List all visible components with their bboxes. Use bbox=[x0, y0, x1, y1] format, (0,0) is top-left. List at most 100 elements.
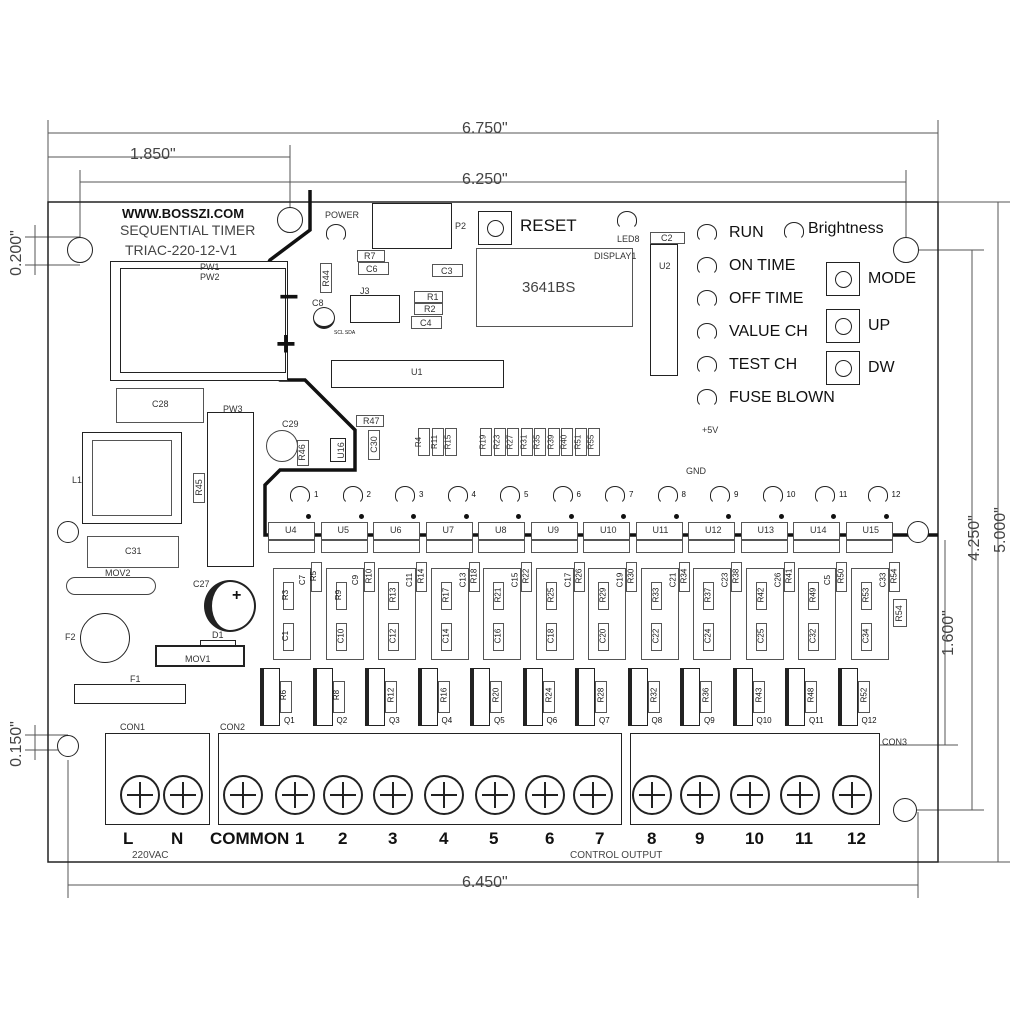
terminal-label: 6 bbox=[545, 829, 555, 848]
power-led-icon bbox=[326, 224, 346, 242]
resistor-label: R35 bbox=[532, 434, 542, 450]
display1 bbox=[476, 248, 633, 327]
c4 bbox=[411, 316, 442, 329]
con3-label: CON3 bbox=[882, 737, 908, 747]
inductor-l1-core bbox=[92, 440, 172, 516]
resistor-mid-label: R25 bbox=[545, 587, 555, 603]
board-title: SEQUENTIAL TIMER bbox=[120, 222, 256, 238]
resistor-top-label: R38 bbox=[731, 568, 741, 584]
resistor-label: R11 bbox=[429, 434, 439, 450]
triac bbox=[680, 668, 700, 726]
c6-label: C6 bbox=[366, 264, 378, 274]
optocoupler bbox=[425, 522, 473, 540]
gate-resistor-label: R24 bbox=[543, 687, 553, 703]
r2 bbox=[414, 303, 443, 315]
gate-resistor bbox=[857, 681, 870, 713]
cap-bottom bbox=[598, 623, 609, 651]
mov2-label: MOV2 bbox=[105, 568, 131, 578]
status-led-icon bbox=[697, 224, 717, 242]
cap-bottom-label: C10 bbox=[335, 628, 345, 644]
scl-sda-label: SCL SDA bbox=[334, 330, 356, 336]
r54-label: R54 bbox=[893, 605, 904, 622]
cap-bottom-label: C16 bbox=[493, 628, 503, 644]
control-output-label: CONTROL OUTPUT bbox=[570, 850, 663, 861]
cap-top-label: C19 bbox=[615, 572, 625, 588]
optocoupler-label: U7 bbox=[442, 525, 455, 535]
up-button[interactable] bbox=[826, 309, 860, 343]
cap-bottom-label: C24 bbox=[703, 628, 713, 644]
optocoupler bbox=[268, 522, 315, 540]
resistor bbox=[561, 428, 573, 456]
resistor-mid bbox=[440, 582, 452, 610]
channel-led-number: 11 bbox=[839, 490, 848, 499]
opto-footprint bbox=[793, 540, 840, 553]
mounting-hole bbox=[893, 798, 917, 822]
triac-label: Q8 bbox=[651, 716, 663, 725]
channel-led-number: 4 bbox=[471, 490, 476, 499]
channel-led-icon bbox=[815, 486, 835, 504]
triac-label: Q10 bbox=[756, 716, 772, 725]
cap-bottom-label: C22 bbox=[650, 628, 660, 644]
resistor bbox=[493, 428, 506, 456]
ic-u2 bbox=[650, 244, 678, 376]
r47 bbox=[356, 415, 384, 427]
status-led-label: ON TIME bbox=[729, 257, 796, 274]
dw-button[interactable] bbox=[826, 351, 860, 385]
cap-bottom bbox=[440, 623, 452, 651]
optocoupler bbox=[530, 522, 578, 540]
resistor-label: R31 bbox=[518, 434, 528, 450]
optocoupler bbox=[845, 522, 893, 540]
channel-led-icon bbox=[552, 486, 573, 504]
pin1-dot bbox=[778, 514, 784, 519]
terminal-label: 9 bbox=[695, 829, 705, 848]
triac-label: Q4 bbox=[441, 716, 453, 725]
opto-footprint bbox=[845, 540, 893, 553]
pin1-dot bbox=[463, 514, 469, 519]
resistor-mid bbox=[545, 582, 557, 610]
cap-bottom bbox=[493, 623, 504, 651]
status-led-label: TEST CH bbox=[729, 356, 798, 373]
gate-resistor-label: R6 bbox=[279, 689, 289, 701]
varistor-mov2 bbox=[66, 577, 156, 595]
gate-resistor bbox=[805, 681, 817, 713]
ic-u16 bbox=[330, 438, 346, 462]
channel-led-icon bbox=[395, 486, 415, 504]
cap-top-label: C5 bbox=[823, 574, 833, 586]
terminal-label: 4 bbox=[439, 829, 449, 848]
triac bbox=[522, 668, 543, 726]
power-label: POWER bbox=[325, 210, 360, 220]
reset-button[interactable] bbox=[478, 211, 512, 245]
c8-label: C8 bbox=[312, 298, 324, 308]
cap-top-label: C11 bbox=[405, 572, 415, 588]
triac bbox=[732, 668, 753, 726]
optocoupler bbox=[688, 522, 735, 540]
resistor-label: R23 bbox=[491, 434, 501, 450]
channel-led-icon bbox=[657, 486, 678, 504]
f2-label: F2 bbox=[65, 632, 76, 642]
cap-bottom bbox=[860, 623, 872, 651]
resistor-top bbox=[888, 562, 900, 592]
mounting-hole bbox=[907, 521, 929, 543]
resistor-mid-label: R9 bbox=[333, 589, 343, 601]
cap-bottom bbox=[545, 623, 557, 651]
terminal-screw-icon bbox=[475, 775, 515, 815]
dim-overall-height: 5.000" bbox=[991, 507, 1009, 553]
resistor-mid-label: R29 bbox=[598, 587, 608, 603]
gate-resistor bbox=[332, 681, 345, 713]
optocoupler bbox=[583, 522, 630, 540]
triac bbox=[575, 668, 595, 726]
resistor-mid bbox=[808, 582, 819, 610]
gate-resistor-label: R32 bbox=[648, 687, 658, 703]
cap-top-label: C21 bbox=[667, 572, 677, 588]
pw3-label: PW3 bbox=[223, 404, 243, 414]
mode-button[interactable] bbox=[826, 262, 860, 296]
r47-label: R47 bbox=[363, 416, 380, 426]
channel-led-icon bbox=[867, 486, 888, 504]
triac-label: Q2 bbox=[336, 716, 348, 725]
cap-bottom-label: C25 bbox=[755, 628, 765, 644]
resistor-label: R39 bbox=[545, 434, 555, 450]
j3-label: J3 bbox=[360, 286, 370, 296]
gate-resistor bbox=[752, 681, 765, 713]
r45-label: R45 bbox=[193, 479, 204, 496]
cap-c29-icon bbox=[266, 430, 298, 462]
